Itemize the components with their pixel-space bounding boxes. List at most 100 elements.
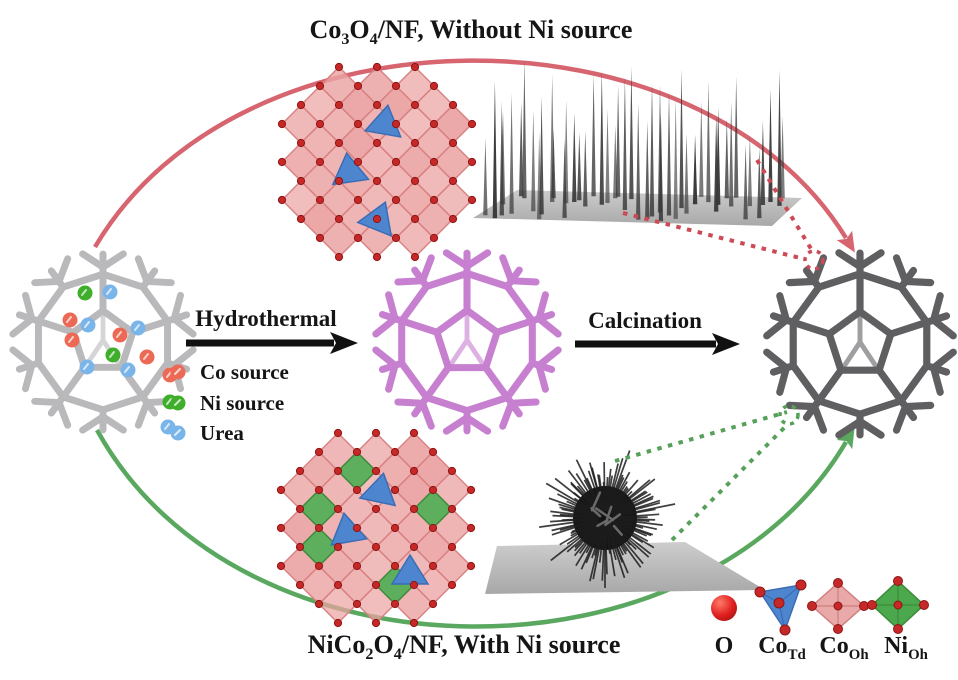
oxygen-atom: [295, 542, 305, 552]
oxygen-atom: [334, 252, 344, 262]
urchin-spike: [575, 523, 603, 567]
hydrothermal-label: Hydrothermal: [195, 306, 337, 331]
zoom-link-line: [670, 422, 790, 542]
nanowire-zoom-link: [622, 158, 825, 271]
urchin-spike: [559, 520, 600, 546]
nanowire-needle: [743, 143, 748, 220]
particle-highlight: [83, 363, 89, 370]
nanowire-needle: [692, 134, 698, 205]
oxygen-sphere: [711, 595, 737, 621]
oxygen-label: O: [715, 633, 734, 659]
urchin-spike: [605, 524, 617, 561]
unit-label-text: Co: [819, 633, 849, 659]
cooh-label: CoOh: [819, 633, 868, 662]
oxygen-atom: [410, 214, 420, 224]
zoom-link-line: [622, 211, 801, 260]
oxygen-atom: [277, 119, 287, 129]
calcination-label: Calcination: [588, 308, 702, 333]
nanowire-array-illustration: [473, 59, 802, 226]
oxygen-atom: [371, 580, 381, 590]
urea-label: Urea: [200, 421, 244, 445]
urchin-spike: [601, 524, 606, 581]
oxygen-atom: [371, 504, 381, 514]
oxygen-atom: [391, 195, 401, 205]
nanowire-needle: [622, 76, 628, 210]
oxygen-atom: [833, 578, 843, 588]
oxygen-atom: [372, 252, 382, 262]
intermediate-cage: [372, 249, 562, 435]
oxygen-atom: [447, 542, 457, 552]
oxygen-atom: [352, 447, 362, 457]
oxygen-atom: [333, 542, 343, 552]
formula-text: Co: [309, 15, 342, 44]
oxygen-atom: [429, 81, 439, 91]
formula-text: NiCo: [307, 630, 366, 659]
oxygen-atom: [773, 597, 785, 609]
urchin-spike: [571, 519, 599, 533]
top-route-title: Co3O4/NF, Without Ni source: [309, 15, 633, 48]
oxygen-atom: [334, 100, 344, 110]
formula-subscript: 2: [365, 646, 374, 664]
nanowire-needle: [760, 120, 766, 205]
oxygen-atom: [353, 195, 363, 205]
urchin-spike: [566, 522, 601, 553]
urea-particle: [79, 359, 95, 375]
urchin-core-texture: [604, 505, 613, 524]
oxygen-atom: [296, 214, 306, 224]
oxygen-atom: [428, 523, 438, 533]
oxygen-atom: [352, 599, 362, 609]
nanowire-needle: [684, 133, 689, 214]
urchin-spike: [608, 479, 639, 514]
urchin-spike: [611, 520, 648, 537]
urchin-spike: [605, 524, 611, 554]
oxygen-legend-shape: [711, 595, 737, 621]
urchin-spike: [610, 521, 644, 544]
urchin-core-texture: [594, 507, 615, 522]
oxygen-atom: [296, 176, 306, 186]
oxygen-atom: [466, 485, 476, 495]
oxygen-atom: [833, 601, 843, 611]
oxygen-atom: [467, 157, 477, 167]
nanowire-needle: [483, 137, 488, 216]
nanowire-needle: [605, 109, 610, 203]
nanowire-needle: [572, 112, 577, 202]
nanowire-needle: [599, 69, 604, 205]
oxygen-atom: [833, 624, 843, 634]
nanowire-needle: [645, 121, 650, 219]
cotd-tetrahedron: [331, 151, 370, 186]
oxygen-atom: [352, 561, 362, 571]
oxygen-atom: [893, 600, 903, 610]
oxygen-atom: [867, 600, 877, 610]
urchin-spike: [561, 517, 599, 521]
formula-text: O: [373, 630, 394, 659]
nanowire-needle: [699, 100, 704, 197]
oxygen-atom: [276, 523, 286, 533]
cooh-legend-shape: [807, 578, 869, 634]
nanowire-needle: [658, 113, 664, 222]
urchin-spike: [610, 493, 652, 516]
oxygen-atom: [390, 447, 400, 457]
urchin-spike: [609, 521, 652, 555]
nanowire-needle: [629, 66, 634, 200]
oxygen-atom: [372, 176, 382, 186]
urchin-spike: [611, 497, 654, 517]
urchin-spike: [573, 522, 602, 557]
urchin-spike: [608, 522, 644, 565]
particle-highlight: [124, 366, 130, 373]
oxygen-atom: [754, 586, 766, 598]
nanowire-needle: [583, 130, 588, 207]
nico2o4-crystal: [276, 428, 476, 628]
oxygen-atom: [410, 100, 420, 110]
oxygen-atom: [390, 561, 400, 571]
oxygen-atom: [428, 599, 438, 609]
oxygen-atom: [409, 580, 419, 590]
urchin-spike: [550, 510, 599, 519]
oxygen-atom: [429, 233, 439, 243]
urchin-spike: [606, 524, 626, 579]
urchin-spike: [580, 524, 603, 570]
zoom-link-line: [755, 158, 815, 254]
unit-label-text: Co: [758, 633, 788, 659]
urchin-spike: [591, 524, 604, 559]
oxygen-atom: [428, 561, 438, 571]
